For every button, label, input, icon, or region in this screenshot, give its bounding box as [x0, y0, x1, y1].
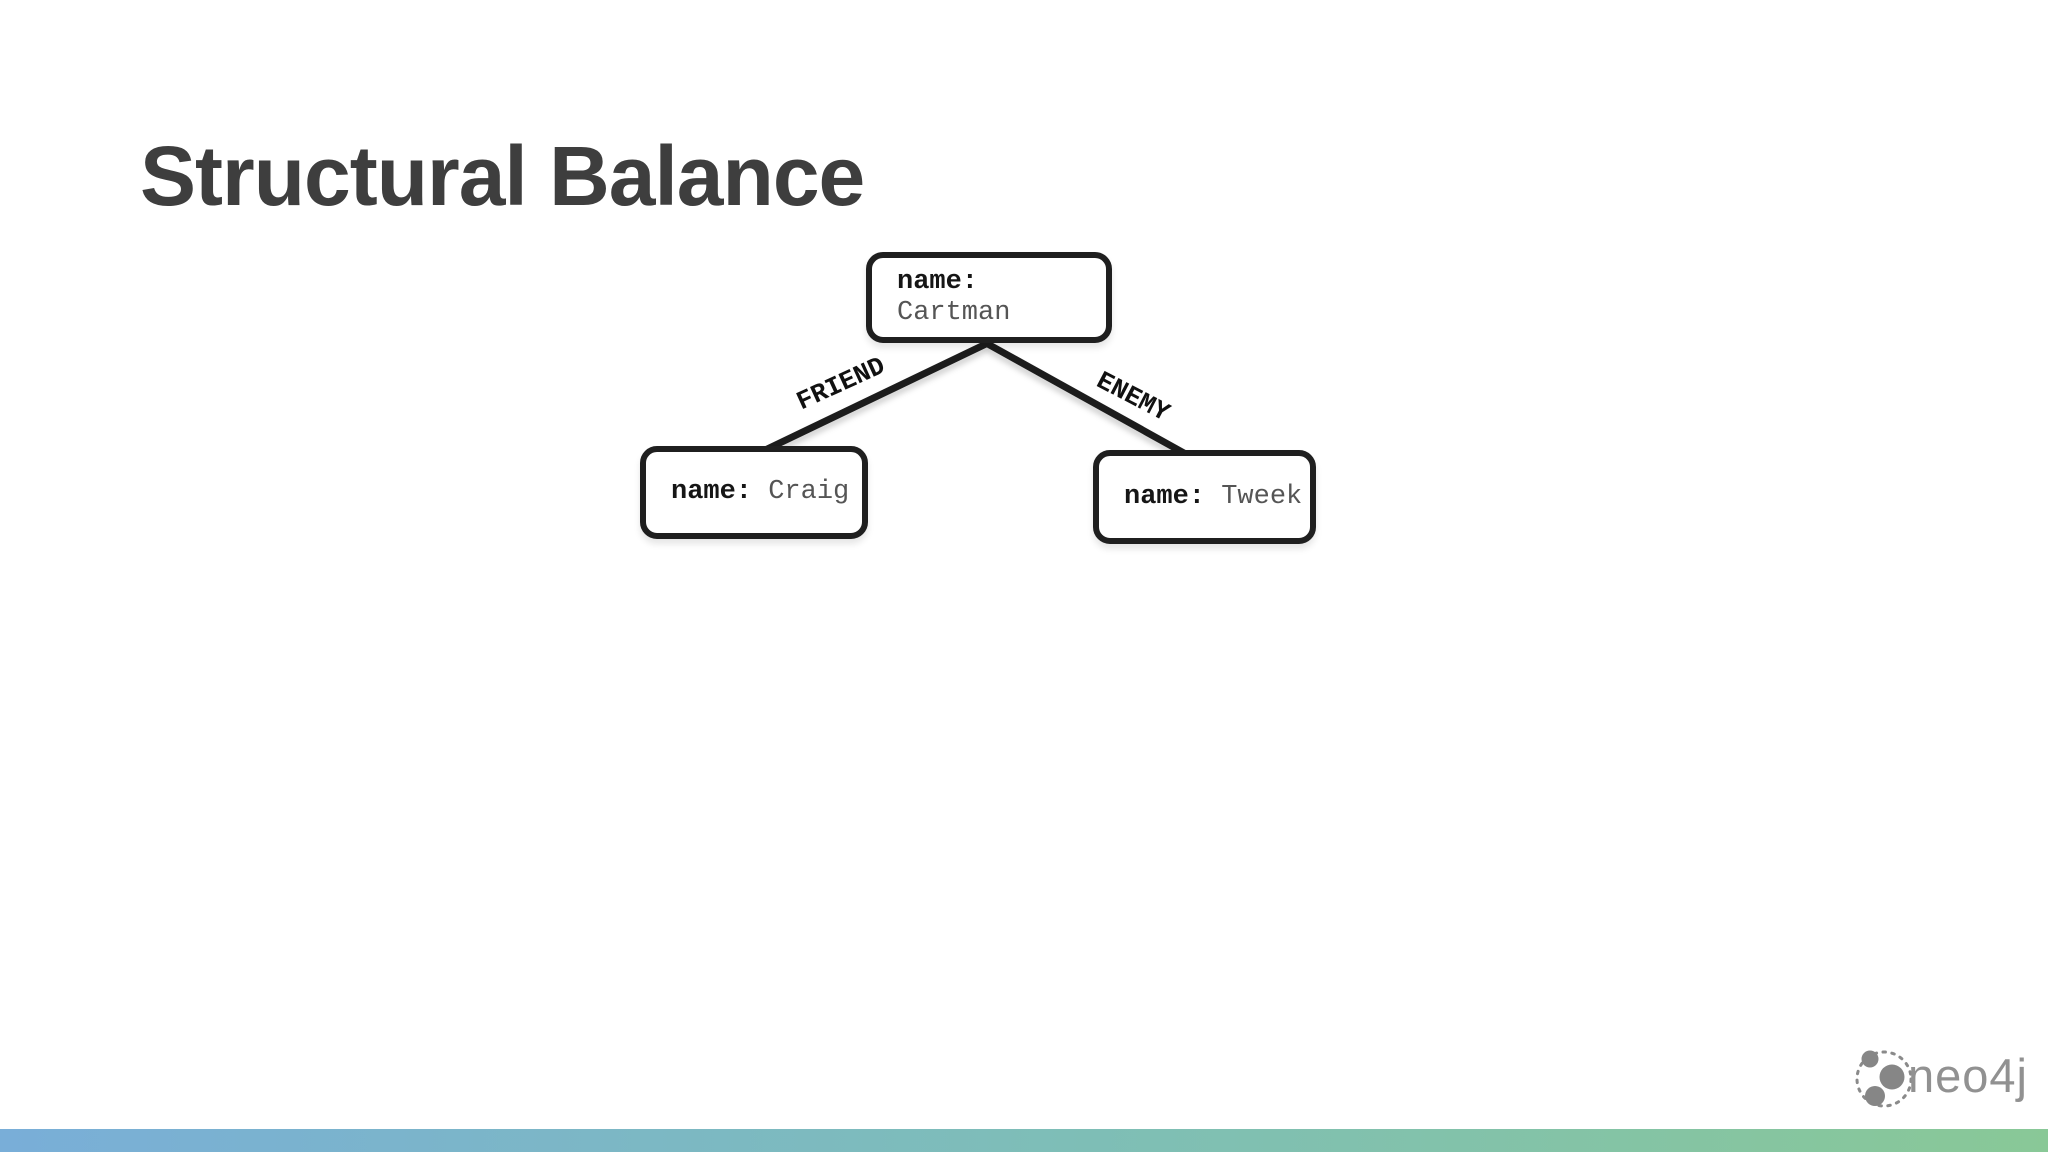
node-craig-property-value: Craig [768, 477, 850, 507]
node-cartman-property-value: Cartman [897, 297, 1011, 328]
neo4j-logo: neo4j [1853, 1046, 2028, 1112]
page-title: Structural Balance [140, 129, 865, 223]
node-tweek-property-value: Tweek [1221, 481, 1303, 512]
neo4j-logo-text: neo4j [1908, 1048, 2028, 1102]
node-tweek-property: name: Tweek [1124, 482, 1310, 513]
node-tweek: name: Tweek [1093, 450, 1316, 544]
enemy-edge-line [982, 339, 1197, 462]
neo4j-graph-ball-icon [1855, 1050, 1913, 1108]
friend-edge-line [757, 339, 992, 456]
node-cartman: name: Cartman [866, 252, 1112, 343]
node-craig-property: name: Craig [671, 477, 862, 508]
node-craig: name: Craig [640, 446, 868, 539]
node-craig-property-key: name: [671, 477, 753, 507]
node-cartman-property-key: name: [897, 266, 979, 297]
footer-gradient-bar [0, 1129, 2048, 1152]
node-tweek-property-key: name: [1124, 481, 1206, 512]
